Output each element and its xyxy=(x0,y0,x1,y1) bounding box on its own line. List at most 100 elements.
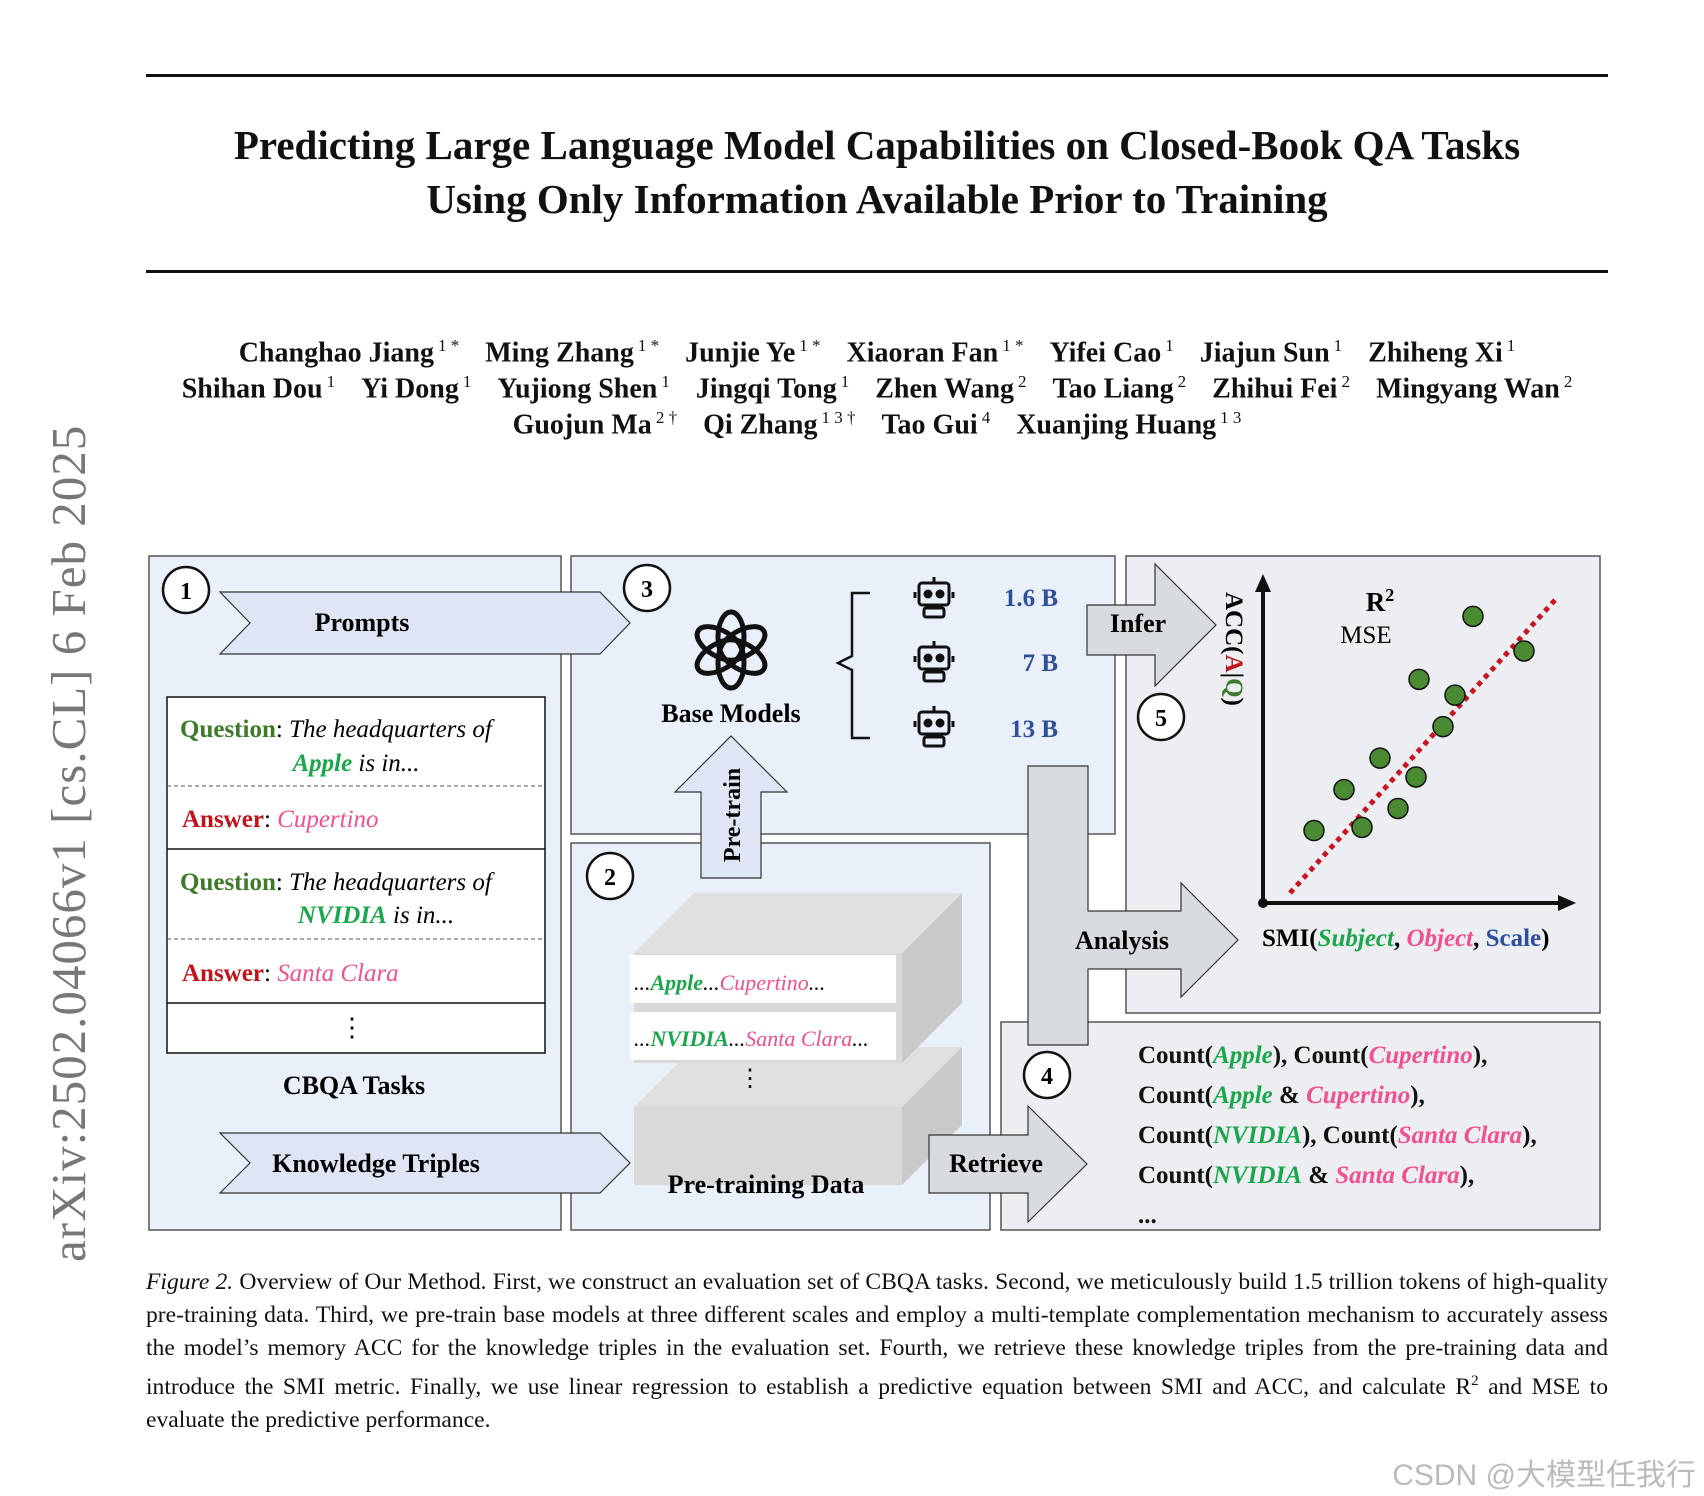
pretrain-arrow: Pre-train xyxy=(673,735,789,879)
scatter-point xyxy=(1444,684,1466,706)
count-line: Count(NVIDIA & Santa Clara), xyxy=(1138,1162,1474,1189)
author-name: Yujiong Shen xyxy=(497,373,658,405)
qa-2-subject: NVIDIA xyxy=(297,902,387,929)
scatter-point xyxy=(1351,816,1373,839)
robot-icon-1 xyxy=(913,577,955,619)
author-name: Changhao Jiang xyxy=(238,337,434,369)
data-vdots: ⋮ xyxy=(738,1066,762,1092)
data-snippet-2: ...NVIDIA...Santa Clara... xyxy=(634,1026,869,1051)
openai-logo-icon xyxy=(694,609,768,691)
author-affiliation: 1 3 † xyxy=(821,408,856,427)
step-circle-5: 5 xyxy=(1136,692,1186,742)
analysis-arrow: Analysis xyxy=(1027,765,1239,1046)
model-size-2: 7 B xyxy=(1023,650,1058,677)
author-affiliation: 1 xyxy=(1506,336,1516,355)
step-circle-3: 3 xyxy=(622,563,672,613)
pretraining-data-stack: ...Apple...Cupertino... ...NVIDIA...Sant… xyxy=(630,893,962,1185)
base-models-label: Base Models xyxy=(661,699,800,728)
count-line: Count(Apple & Cupertino), xyxy=(1138,1082,1425,1109)
author-name: Zhen Wang xyxy=(875,373,1015,405)
scatter-point xyxy=(1405,766,1427,788)
robot-icon-3 xyxy=(913,706,955,748)
author-affiliation: 2 xyxy=(1177,372,1187,391)
scatter-point xyxy=(1369,747,1391,769)
author-name: Zhihui Fei xyxy=(1212,373,1338,405)
author-name: Ming Zhang xyxy=(485,337,634,369)
scatter-point xyxy=(1387,797,1409,820)
author-affiliation: 1 xyxy=(1333,336,1343,355)
scatter-point xyxy=(1408,668,1430,691)
metric-mse: MSE xyxy=(1340,622,1391,649)
robot-icon-2 xyxy=(913,641,955,683)
author-name: Guojun Ma xyxy=(512,409,652,441)
count-list: Count(Apple), Count(Cupertino), Count(App… xyxy=(1138,1042,1537,1229)
caption-text: Overview of Our Method. First, we constr… xyxy=(146,1269,1608,1400)
author-affiliation: 4 xyxy=(981,408,991,427)
author-name: Qi Zhang xyxy=(703,409,818,441)
panel-counts xyxy=(1000,1021,1601,1231)
qa-1-subject: Apple xyxy=(290,750,352,777)
svg-text:NVIDIA is in...: NVIDIA is in... xyxy=(297,902,454,929)
svg-text:Analysis: Analysis xyxy=(1075,926,1169,955)
model-size-3: 13 B xyxy=(1010,716,1058,743)
models-brace xyxy=(835,591,870,740)
svg-text:Prompts: Prompts xyxy=(315,608,410,637)
author-name: Yi Dong xyxy=(361,373,459,405)
count-line: Count(Apple), Count(Cupertino), xyxy=(1138,1042,1487,1069)
author-affiliation: 2 † xyxy=(655,408,678,427)
author-name: Zhiheng Xi xyxy=(1368,337,1503,369)
step-circle-2: 2 xyxy=(585,851,635,901)
count-line: Count(NVIDIA), Count(Santa Clara), xyxy=(1138,1122,1537,1149)
author-affiliation: 1 * xyxy=(799,336,821,355)
author-name: Mingyang Wan xyxy=(1375,373,1560,405)
metric-r2: R2 xyxy=(1366,585,1395,617)
caption-tail: and MSE to evaluate the predictive perfo… xyxy=(146,1373,1608,1433)
author-affiliation: 2 xyxy=(1563,372,1573,391)
author-name: Xiaoran Fan xyxy=(846,337,999,369)
caption-sup: 2 xyxy=(1471,1373,1479,1389)
scatter-points xyxy=(1303,605,1535,842)
svg-text:Infer: Infer xyxy=(1110,609,1166,638)
cbqa-tasks-label: CBQA Tasks xyxy=(283,1071,425,1100)
qa-2-question: Question: The headquarters of xyxy=(180,869,495,896)
author-name: Xuanjing Huang xyxy=(1016,409,1217,441)
author-affiliation: 1 xyxy=(840,372,850,391)
qa-2-answer: Answer: Santa Clara xyxy=(182,960,399,987)
infer-arrow: Infer xyxy=(1086,562,1217,688)
title-line-2: Using Only Information Available Prior t… xyxy=(426,176,1328,222)
bottom-rule xyxy=(146,270,1608,273)
scatter-point xyxy=(1333,778,1355,801)
author-affiliation: 1 3 xyxy=(1220,408,1242,427)
qa-1-question: Question: The headquarters of xyxy=(180,716,495,743)
svg-text:2: 2 xyxy=(604,865,616,891)
svg-text:4: 4 xyxy=(1041,1064,1053,1090)
figure-caption: Figure 2. Overview of Our Method. First,… xyxy=(146,1266,1608,1437)
author-affiliation: 1 * xyxy=(438,336,460,355)
svg-text:Apple is in...: Apple is in... xyxy=(290,750,419,777)
svg-text:Retrieve: Retrieve xyxy=(949,1149,1043,1178)
step-circle-4: 4 xyxy=(1022,1050,1072,1100)
regression-plot: R2 MSE ACC(A|Q) SMI(Subject, Object, Sca… xyxy=(1220,574,1576,952)
author-name: Tao Liang xyxy=(1052,373,1174,405)
step-circle-1: 1 xyxy=(161,565,211,615)
model-size-1: 1.6 B xyxy=(1004,585,1058,612)
count-line: ... xyxy=(1138,1202,1157,1229)
scatter-point xyxy=(1513,640,1535,662)
author-affiliation: 2 xyxy=(1341,372,1350,391)
